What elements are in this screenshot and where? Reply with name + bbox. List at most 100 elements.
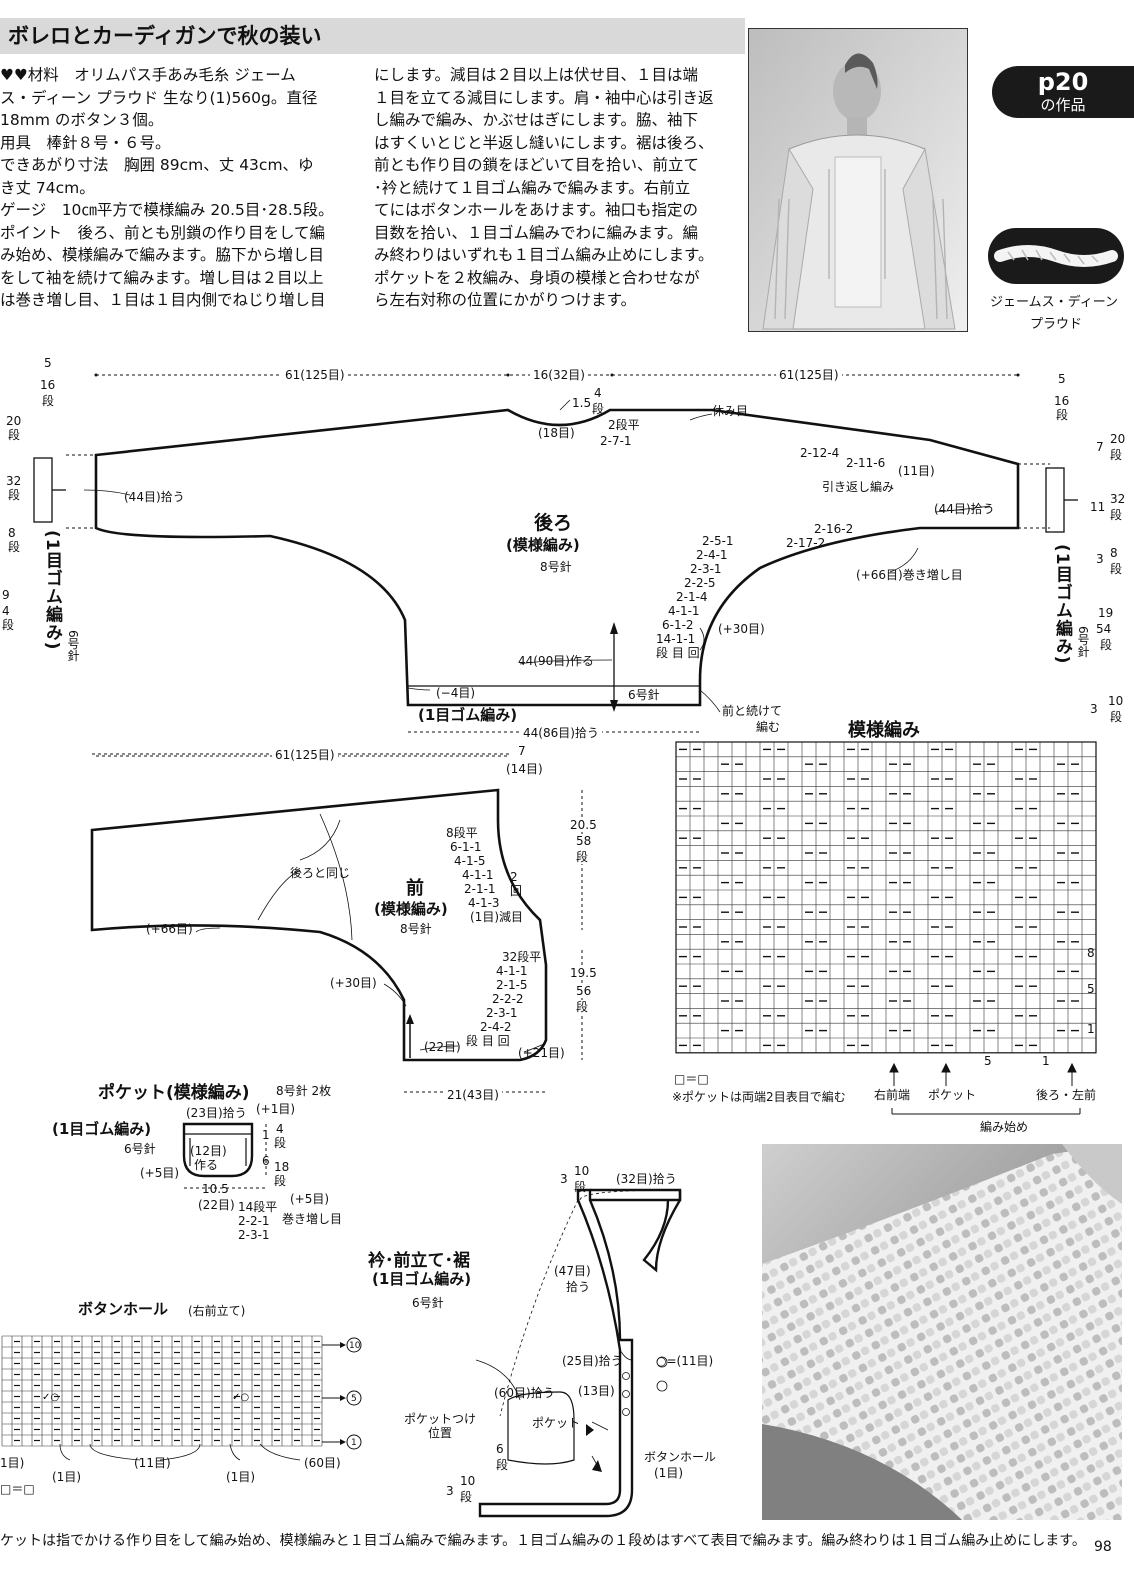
pocket-l3: 1 (262, 1128, 270, 1142)
ls-1: 20 (6, 414, 22, 428)
instruction-line: ゲージ 10㎝平方で模様編み 20.5目･28.5段。 (0, 201, 334, 219)
back-diagram (33, 373, 1078, 757)
collar-l4: (32目)拾う (616, 1172, 677, 1186)
buttonhole-title: ボタンホール (78, 1300, 169, 1318)
instruction-line: 目数を拾い、１目ゴム編みでわに編みます。編 (374, 223, 698, 242)
sleeve-pick-right: (44目)拾う (934, 502, 995, 516)
instruction-line: ･衿と続けて１目ゴム編みで編みます。右前立 (374, 178, 691, 197)
ls-8: 4 (2, 604, 10, 618)
front-h2b: 56 (576, 984, 592, 998)
collar-l10: ○=(11目) (656, 1354, 714, 1368)
front-needle: 8号針 (400, 922, 432, 936)
instruction-line: をして袖を続けて編みます。増し目は２目以上 (0, 268, 324, 287)
collar-l11: ポケットつけ (404, 1412, 477, 1426)
front-side-4: 2-2-2 (492, 992, 524, 1006)
front-bottom: (22目) (424, 1040, 461, 1054)
pattern-col-1: 1 (1042, 1054, 1050, 1068)
neck-flat: 2段平 (608, 418, 640, 432)
front-side-5: 2-3-1 (486, 1006, 518, 1020)
front-side-3: 2-1-5 (496, 978, 528, 992)
rs-10: 19 (1098, 606, 1114, 620)
instruction-line: １目を立てる減目にします。肩・袖中心は引き返 (374, 88, 714, 107)
bh-mark-10: 10 (349, 1341, 361, 1351)
pattern-note: ※ポケットは両端2目表目で編む (672, 1090, 846, 1104)
buttonhole-symbol: ✓○ (232, 1392, 249, 1403)
buttonhole-chart: ✓○✓○ (1, 1335, 362, 1450)
back-edge-left-3: 段 (42, 394, 55, 408)
collar-l12: 位置 (428, 1426, 453, 1440)
side-step-8: 14-1-1 (656, 632, 696, 646)
back-edge-right-1: 5 (1058, 372, 1066, 386)
collar-l15: (1目) (654, 1466, 683, 1480)
collar-l18: 3 (446, 1484, 454, 1498)
front-neck-side-1: 2 (510, 870, 518, 884)
pattern-back-left: 後ろ・左前 (1036, 1088, 1097, 1102)
bh-legend: □＝□ (0, 1482, 35, 1496)
underarm-2: 2-17-2 (786, 536, 826, 550)
rs-7: 3 (1096, 552, 1104, 566)
cuff-right-needle: 6号針 (1076, 626, 1090, 658)
front-neck-7: (1目)減目 (470, 910, 523, 924)
front-side-1: 32段平 (502, 950, 542, 964)
back-top-left-width: 61(125目) (282, 368, 348, 382)
pattern-row-8: 8 (1087, 946, 1095, 960)
badge-sub: の作品 (1040, 96, 1086, 114)
ls-5: 8 (8, 526, 16, 540)
front-plus30: (+30目) (330, 976, 377, 990)
rs-8: 8 (1110, 546, 1118, 560)
front-title: 前 (406, 878, 424, 899)
side-step-5: 2-1-4 (676, 590, 708, 604)
collar-l17: 段 (496, 1458, 509, 1472)
bh-l4: (1目) (226, 1470, 255, 1484)
ls-7: 9 (2, 588, 10, 602)
pattern-legend: □＝□ (674, 1072, 709, 1086)
continue-1: 前と続けて (722, 704, 783, 718)
instruction-line: ス・ディーン プラウド 生なり(1)560g。直径 (0, 88, 318, 107)
buttonhole-callouts (59, 1443, 301, 1461)
plus30-back: (+30目) (718, 622, 765, 636)
ls-4: 段 (8, 488, 21, 502)
collar-stitch: (1目ゴム編み) (372, 1270, 472, 1288)
pocket-l15: 2-2-1 (238, 1214, 270, 1228)
pocket-l17: (+5目) (290, 1192, 330, 1206)
shoulder-1: 2-12-4 (800, 446, 840, 460)
bh-l1: 1目) (0, 1456, 25, 1470)
front-neck-w2: (14目) (506, 762, 543, 776)
collar-l2: 10 (574, 1164, 590, 1178)
footer-text: ケットは指でかける作り目をして編み始め、模様編みと１目ゴム編みで編みます。１目ゴ… (0, 1533, 1086, 1549)
pocket-rib: (1目ゴム編み) (52, 1120, 152, 1138)
yarn-caption-1: ジェームス・ディーン (990, 295, 1119, 310)
collar-title: 衿･前立て･裾 (368, 1251, 470, 1271)
pattern-title: 模様編み (848, 720, 920, 741)
pocket-l11: (+5目) (140, 1166, 180, 1180)
front-h1a: 20.5 (570, 818, 597, 832)
back-rib: (1目ゴム編み) (418, 706, 518, 724)
pocket-l18: 巻き増し目 (282, 1212, 343, 1226)
page-number: 98 (1094, 1539, 1112, 1555)
instruction-line: 18mm のボタン３個。 (0, 111, 164, 129)
back-top-right-width: 61(125目) (776, 368, 842, 382)
sleeve-pick-left: (44目)拾う (124, 490, 185, 504)
collar-l9: (13目) (578, 1384, 615, 1398)
front-neck-w1: 7 (518, 744, 526, 758)
pocket-l4: 4 (276, 1122, 284, 1136)
pocket-rib-needle: 6号針 (124, 1142, 156, 1156)
yarn-caption-2: プラウド (1030, 317, 1083, 332)
pick-bottom: 44(86目)拾う (520, 726, 602, 740)
pattern-chart (675, 741, 1097, 1054)
cast-on: 44(90目)作る (518, 654, 594, 668)
short-rows: 引き返し編み (822, 480, 895, 494)
front-side-7: 段 目 回 (466, 1034, 510, 1048)
back-top-center-width: 16(32目) (530, 368, 588, 382)
side-step-9: 段 目 回 (656, 646, 700, 660)
instruction-line: ♥♥材料 オリムパス手あみ毛糸 ジェーム (0, 66, 296, 84)
pocket-l16: 2-3-1 (238, 1228, 270, 1242)
pocket-l12: 10.5 (202, 1182, 229, 1196)
model-photo (748, 28, 968, 332)
rs-4: 11 (1090, 500, 1106, 514)
bh-l2: (1目) (52, 1470, 81, 1484)
rs-6: 段 (1110, 508, 1123, 522)
rs-14: 10 (1108, 694, 1124, 708)
front-neck-6: 4-1-3 (468, 896, 500, 910)
